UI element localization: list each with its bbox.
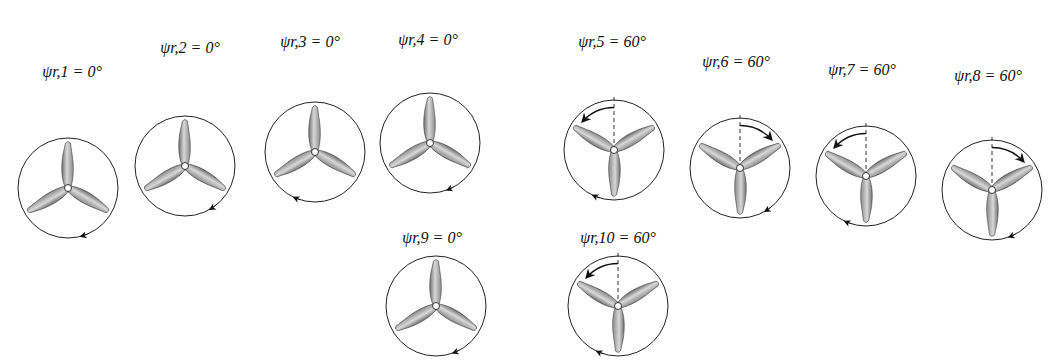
rotor-disc	[265, 102, 365, 202]
hub	[615, 303, 622, 310]
rotor-blade	[433, 301, 479, 334]
rotor	[816, 120, 916, 226]
rotor-blade	[387, 138, 433, 171]
rotor-disc	[18, 138, 118, 238]
rotor-blade	[989, 161, 1035, 194]
rotor	[564, 94, 664, 200]
rotor-blade	[182, 161, 228, 194]
azimuth-label: ψr,7 = 60°	[828, 61, 896, 79]
rotor-blade	[987, 190, 999, 237]
rotor-blade	[571, 122, 617, 155]
rotor-blade	[613, 306, 625, 353]
rotor-blade	[697, 140, 743, 173]
hub	[427, 140, 434, 147]
hub	[989, 187, 996, 194]
rotor-blade	[615, 277, 661, 310]
rotor-blade	[309, 106, 321, 153]
rotation-arrow	[1009, 234, 1015, 237]
rotor-disc	[380, 93, 480, 193]
rotation-arrow	[845, 221, 852, 223]
hub	[312, 149, 319, 156]
rotor-blade	[65, 183, 111, 216]
rotor-blade	[393, 301, 439, 334]
rotation-arrow	[765, 207, 771, 211]
rotation-arrow	[210, 205, 216, 209]
azimuth-arrow	[834, 134, 866, 148]
azimuth-label: ψr,10 = 60°	[580, 229, 656, 247]
rotor-blade	[179, 120, 191, 167]
rotor-disc	[135, 116, 235, 216]
rotor-blade	[430, 260, 442, 307]
rotor-disc	[386, 256, 486, 356]
azimuth-arrow	[740, 126, 772, 140]
rotor	[386, 256, 486, 356]
rotor	[380, 93, 480, 193]
hub	[863, 173, 870, 180]
rotor-blade	[142, 161, 188, 194]
rotation-arrow	[294, 197, 301, 199]
azimuth-label: ψr,9 = 0°	[402, 229, 462, 247]
azimuth-label: ψr,5 = 60°	[578, 33, 646, 51]
rotor-blade	[272, 147, 318, 180]
hub	[737, 165, 744, 172]
azimuth-label: ψr,3 = 0°	[280, 33, 340, 51]
rotation-arrow	[597, 351, 604, 353]
rotor-blade	[312, 147, 358, 180]
hub	[65, 185, 72, 192]
rotor	[18, 138, 118, 238]
rotor	[135, 116, 235, 216]
rotor-blade	[424, 97, 436, 144]
reference-line	[866, 120, 867, 176]
hub	[611, 147, 618, 154]
azimuth-label: ψr,8 = 60°	[954, 67, 1022, 85]
azimuth-arrow	[582, 108, 614, 122]
rotor-blade	[737, 139, 783, 172]
reference-line	[618, 250, 619, 306]
rotation-arrow	[593, 195, 600, 197]
azimuth-label: ψr,4 = 0°	[398, 31, 458, 49]
rotor-blade	[25, 183, 71, 216]
azimuth-label: ψr,6 = 60°	[702, 53, 770, 71]
azimuth-label: ψr,1 = 0°	[42, 63, 102, 81]
rotor	[568, 250, 668, 356]
rotor-blade	[575, 278, 621, 311]
reference-line	[992, 134, 993, 190]
rotor-blade	[611, 121, 657, 154]
azimuth-label: ψr,2 = 0°	[160, 39, 220, 57]
rotation-arrow	[81, 234, 88, 236]
azimuth-arrow	[586, 264, 618, 278]
azimuth-arrow	[992, 148, 1024, 162]
rotor-blade	[949, 162, 995, 195]
rotation-arrow	[453, 350, 459, 353]
rotor	[690, 112, 790, 218]
rotor-blade	[863, 147, 909, 180]
hub	[433, 303, 440, 310]
hub	[182, 163, 189, 170]
rotor-blade	[62, 142, 74, 189]
rotor	[265, 102, 365, 202]
reference-line	[740, 112, 741, 168]
reference-line	[614, 94, 615, 150]
rotor-blade	[823, 148, 869, 181]
rotor-blade	[427, 138, 473, 171]
rotation-arrow	[447, 187, 453, 190]
rotor-blade	[609, 150, 621, 197]
rotor-blade	[735, 168, 747, 215]
rotor	[942, 134, 1042, 240]
rotor-blade	[861, 176, 873, 223]
